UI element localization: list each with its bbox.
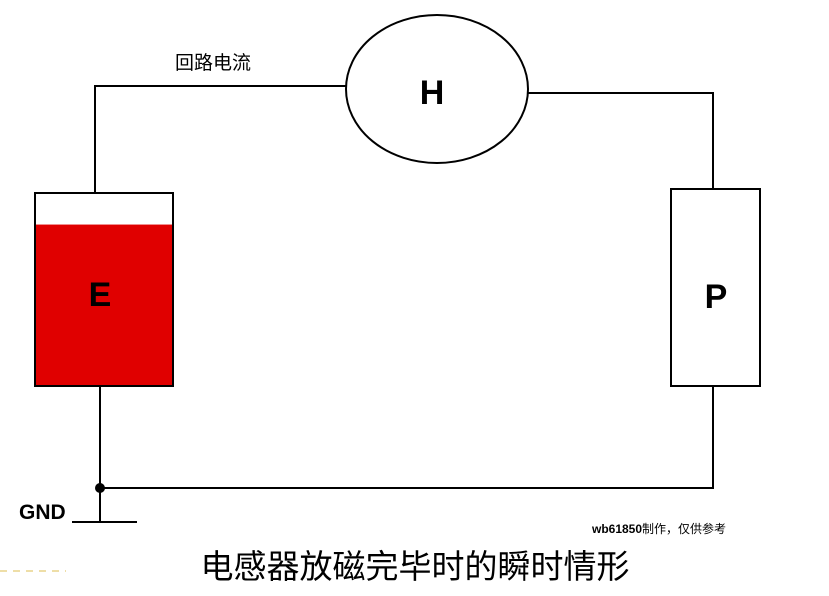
wire-h-to-p (528, 92, 714, 189)
credit-author: wb61850 (591, 522, 642, 536)
caption: 电感器放磁完毕时的瞬时情形 (201, 547, 630, 586)
component-p-label: P (705, 278, 728, 316)
component-h-label: H (420, 74, 445, 112)
wire-p-to-ground (100, 386, 714, 489)
component-h-shape (345, 14, 529, 164)
component-e-label: E (89, 276, 112, 314)
component-p: P (670, 188, 761, 387)
credit-text: wb61850制作，仅供参考 (591, 521, 726, 536)
ground-label: GND (19, 501, 66, 524)
junction-dot (95, 483, 105, 493)
wire-e-to-h (94, 85, 347, 193)
component-h: H (345, 14, 529, 164)
wires (72, 85, 714, 523)
loop-current-label: 回路电流 (175, 52, 251, 74)
credit-suffix: 制作，仅供参考 (642, 521, 726, 536)
component-e: E (34, 192, 174, 387)
component-e-fill-level (36, 224, 172, 385)
component-p-shape (670, 188, 761, 387)
